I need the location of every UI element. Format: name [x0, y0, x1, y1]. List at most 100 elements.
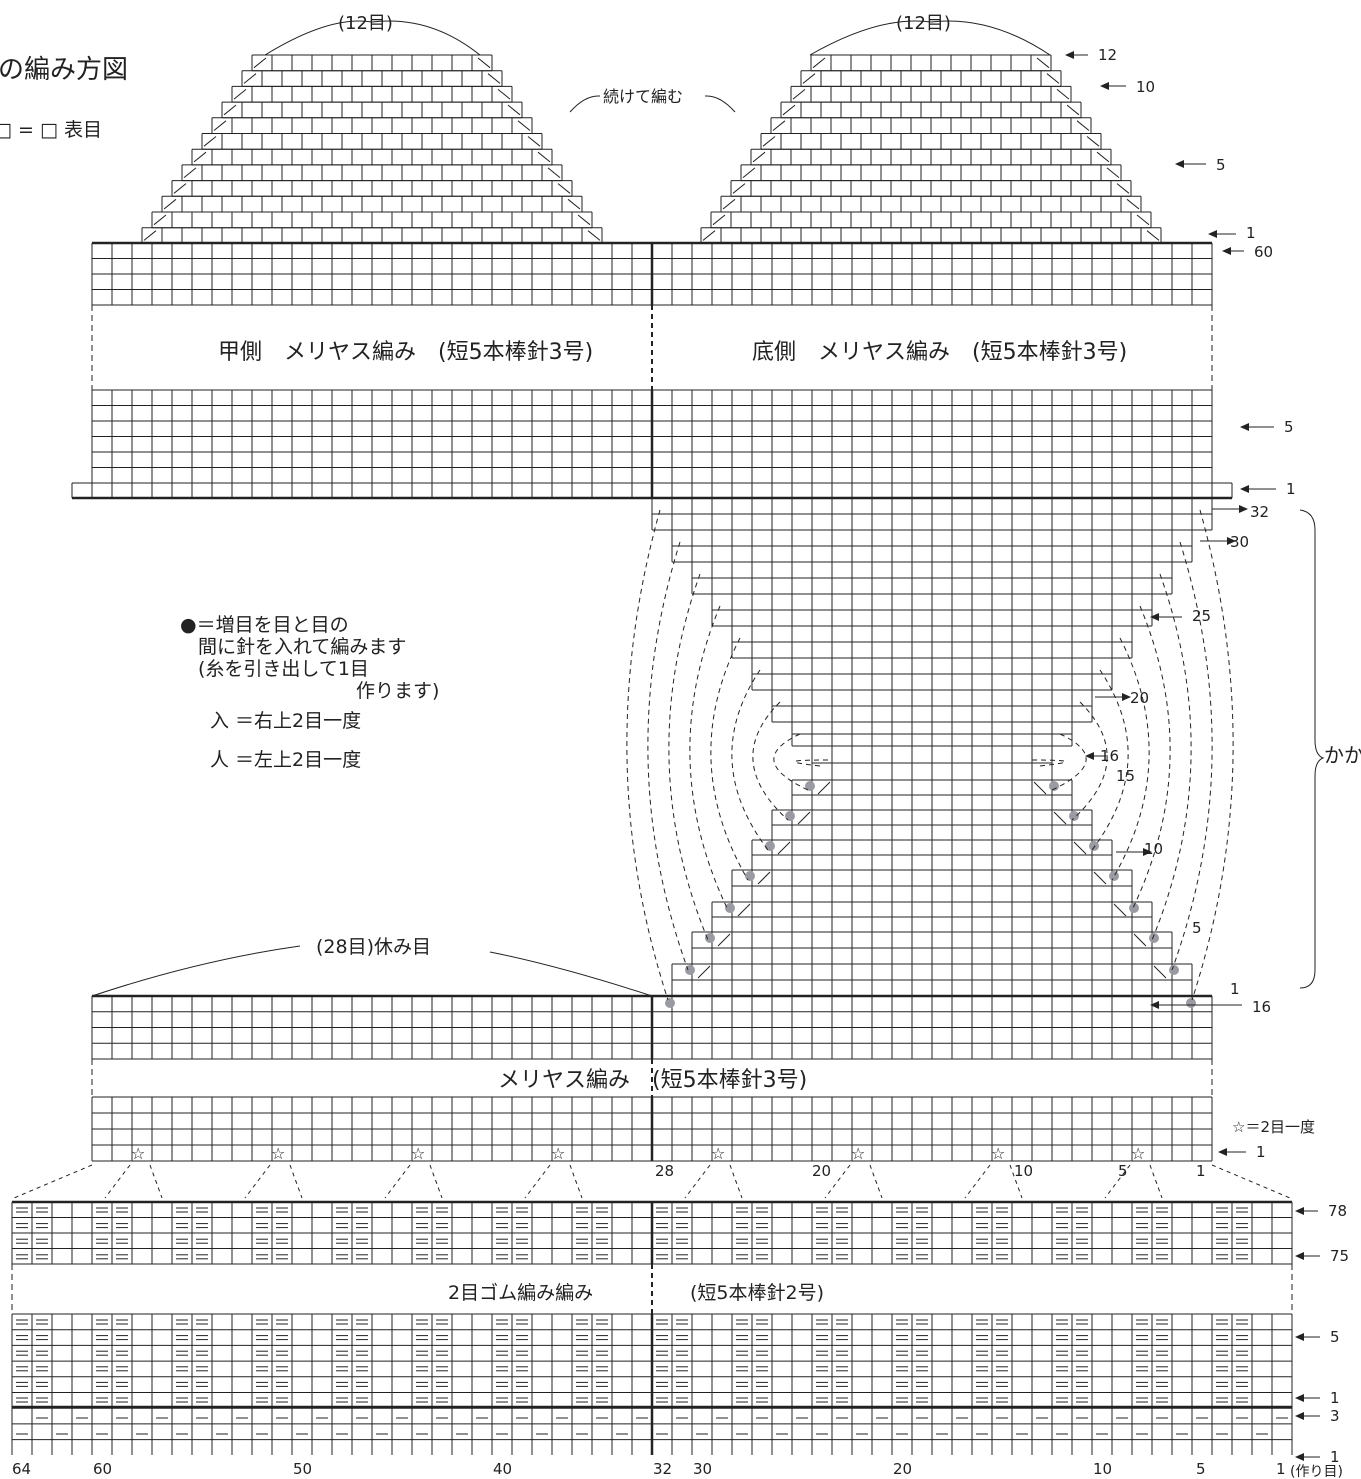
stitch-number: 30: [693, 1460, 712, 1478]
stitch-number: 20: [893, 1460, 912, 1478]
stitch-number: 1: [1196, 1162, 1206, 1180]
row-number: 1: [1256, 1143, 1266, 1161]
row-number: 10: [1136, 78, 1155, 96]
heel-arc: [1131, 605, 1171, 911]
row-number: 20: [1130, 689, 1149, 707]
continue-knitting-label: 続けて編む: [603, 87, 683, 106]
row-number: 5: [1330, 1328, 1340, 1346]
stitch-number: 32: [653, 1460, 672, 1478]
heel-arc: [668, 573, 709, 941]
decrease-mark: [1053, 811, 1067, 825]
decrease-mark: [752, 151, 766, 163]
decrease-mark: [143, 230, 157, 241]
increase-key: ●＝増目を目と目の: [180, 614, 349, 636]
decrease-mark: [577, 214, 591, 226]
transition-line: [384, 1164, 411, 1199]
decrease-mark: [777, 841, 791, 855]
star-mark: ☆: [851, 1144, 865, 1163]
bracket-curve: [930, 20, 1051, 56]
decrease-mark: [477, 57, 491, 69]
increase-dot: [725, 903, 735, 913]
star-mark: ☆: [271, 1144, 285, 1163]
star-mark: ☆: [411, 1144, 425, 1163]
row-number: 1: [1286, 480, 1296, 498]
star-mark: ☆: [1131, 1144, 1145, 1163]
row-arrow-head: [1143, 848, 1152, 856]
decrease-mark: [1126, 198, 1140, 210]
heel-bracket: [1299, 509, 1325, 989]
row-number: 5: [1216, 156, 1226, 174]
decrease-mark: [507, 104, 521, 116]
decrease-mark: [717, 933, 731, 947]
increase-dot: [745, 871, 755, 881]
transition-line: [684, 1164, 711, 1199]
heel-label: かか: [1324, 743, 1361, 767]
transition-line: [1149, 1164, 1163, 1199]
increase-key-2: 間に針を入れて編みます: [198, 636, 406, 658]
row-number: 75: [1330, 1247, 1349, 1265]
decrease-mark: [517, 120, 531, 131]
row-arrow-head: [1208, 230, 1217, 238]
decrease-mark: [557, 183, 571, 194]
heel-arc: [1051, 733, 1087, 791]
transition-line: [429, 1164, 443, 1199]
decrease-mark: [213, 120, 227, 131]
bracket-curve: [91, 945, 301, 997]
decrease-mark: [173, 183, 187, 194]
row-arrow-head: [1227, 537, 1236, 545]
bracket-curve: [371, 20, 481, 56]
instep-section-label: 甲側 メリヤス編み (短5本棒針3号): [218, 340, 593, 365]
increase-key-3: (糸を引き出して1目: [198, 658, 369, 680]
decrease-mark: [153, 214, 167, 226]
decrease-mark: [1136, 214, 1150, 226]
decrease-mark: [1146, 230, 1160, 241]
heel-arc: [773, 733, 809, 791]
decrease-mark: [782, 104, 796, 116]
row-arrow-head: [1218, 1148, 1227, 1156]
row-arrow-head: [1295, 1207, 1304, 1215]
decrease-mark: [1106, 167, 1120, 178]
increase-dot: [1169, 965, 1179, 975]
transition-line: [149, 1164, 163, 1199]
row-arrow-head: [1295, 1252, 1304, 1260]
decrease-mark: [243, 73, 257, 84]
increase-dot: [1069, 811, 1079, 821]
increase-dot: [705, 933, 715, 943]
decrease-mark: [697, 965, 711, 979]
row-number: 60: [1254, 243, 1273, 261]
stitch-number: 20: [812, 1162, 831, 1180]
stitch-number: 10: [1093, 1460, 1112, 1478]
heel-arc: [689, 605, 729, 911]
increase-dot: [1049, 781, 1059, 791]
transition-line: [569, 1164, 583, 1199]
cuff-section-label: 2目ゴム編み編み: [448, 1282, 593, 1304]
transition-line: [1211, 1164, 1291, 1199]
decrease-mark: [772, 120, 786, 131]
heel-arc: [647, 541, 689, 971]
row-arrow-head: [1240, 485, 1249, 493]
increase-key-4: 作ります): [356, 680, 439, 702]
cast-on-label: (作り目): [1290, 1464, 1343, 1479]
stitch-number: 10: [1014, 1162, 1033, 1180]
star-mark: ☆: [131, 1144, 145, 1163]
increase-dot: [1186, 998, 1196, 1008]
decrease-mark: [1096, 151, 1110, 163]
transition-line: [869, 1164, 883, 1199]
stitch-number: 28: [655, 1162, 674, 1180]
decrease-mark: [183, 167, 197, 178]
row-number: 30: [1230, 533, 1249, 551]
row-number: 12: [1098, 46, 1117, 64]
row-arrow-head: [1175, 160, 1184, 168]
heel-arc: [1171, 541, 1213, 971]
decrease-mark: [497, 89, 511, 100]
decrease-mark: [1046, 73, 1060, 84]
decrease-mark: [742, 167, 756, 178]
decrease-mark: [732, 183, 746, 194]
stitch-number: 1: [1276, 1460, 1286, 1478]
row-number: 3: [1330, 1407, 1340, 1425]
heel-arc: [1151, 573, 1192, 941]
stitch-number: 64: [12, 1460, 31, 1478]
increase-dot: [1149, 933, 1159, 943]
decrease-mark: [817, 781, 831, 795]
star-mark: ☆: [711, 1144, 725, 1163]
